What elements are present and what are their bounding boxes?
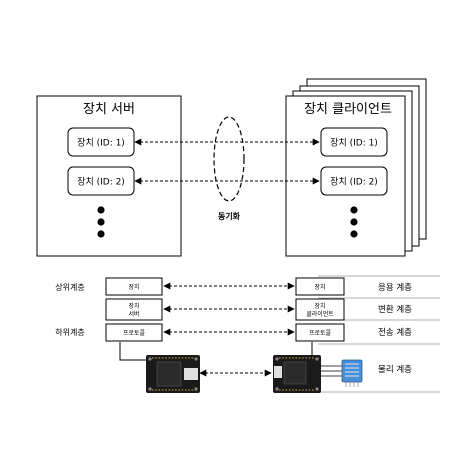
server-device-box-1 bbox=[67, 127, 135, 157]
server-device-label-1: 장치 (ID: 1) bbox=[77, 137, 125, 149]
left-stack-device-box bbox=[105, 277, 163, 296]
lower-layer-label: 하위계층 bbox=[55, 327, 84, 337]
right-stack-protocol-box bbox=[295, 323, 345, 342]
right-stack-client-label-2: 클라이언트 bbox=[306, 310, 334, 318]
right-connector bbox=[298, 342, 313, 357]
right-stack-client-label-1: 장치 bbox=[314, 302, 325, 310]
upper-layer-label: 상위계층 bbox=[55, 282, 84, 292]
client-more-dot bbox=[350, 218, 358, 226]
left-connector bbox=[119, 342, 147, 361]
sync-label: 동기화 bbox=[218, 211, 241, 221]
right-board-icon bbox=[273, 355, 321, 393]
client-device-label-2: 장치 (ID: 2) bbox=[330, 176, 378, 188]
client-more-dot bbox=[350, 206, 358, 214]
server-more-dot bbox=[97, 218, 105, 226]
device-server-title: 장치 서버 bbox=[83, 102, 135, 117]
left-stack-server-box bbox=[105, 298, 163, 321]
left-stack-server-label-1: 장치 bbox=[128, 302, 139, 310]
right-stack-client-box bbox=[295, 298, 345, 321]
transform-layer-label: 변환 계층 bbox=[378, 304, 412, 315]
server-device-box-2 bbox=[67, 166, 135, 196]
right-stack-protocol-label: 프로토콜 bbox=[309, 330, 332, 337]
transport-layer-label: 전송 계층 bbox=[378, 327, 412, 338]
client-more-dot bbox=[350, 230, 358, 238]
right-stack-device-label: 장치 bbox=[314, 283, 325, 291]
left-stack-device-label: 장치 bbox=[128, 283, 139, 291]
sensor-icon bbox=[341, 359, 363, 387]
server-more-dot bbox=[97, 230, 105, 238]
sync-ellipse bbox=[213, 116, 245, 202]
left-board-icon bbox=[146, 355, 200, 393]
server-more-dot bbox=[97, 206, 105, 214]
device-client-title: 장치 클라이언트 bbox=[304, 102, 392, 117]
physical-layer-label: 물리 계층 bbox=[378, 364, 412, 375]
client-device-box-2 bbox=[320, 166, 388, 196]
client-device-label-1: 장치 (ID: 1) bbox=[330, 137, 378, 149]
client-device-box-1 bbox=[320, 127, 388, 157]
application-layer-label: 응용 계층 bbox=[378, 282, 412, 293]
left-stack-server-label-2: 서버 bbox=[128, 310, 139, 318]
left-stack-protocol-box bbox=[105, 323, 163, 342]
server-device-label-2: 장치 (ID: 2) bbox=[77, 176, 125, 188]
right-stack-device-box bbox=[295, 277, 345, 296]
left-stack-protocol-label: 프로토콜 bbox=[123, 330, 146, 337]
